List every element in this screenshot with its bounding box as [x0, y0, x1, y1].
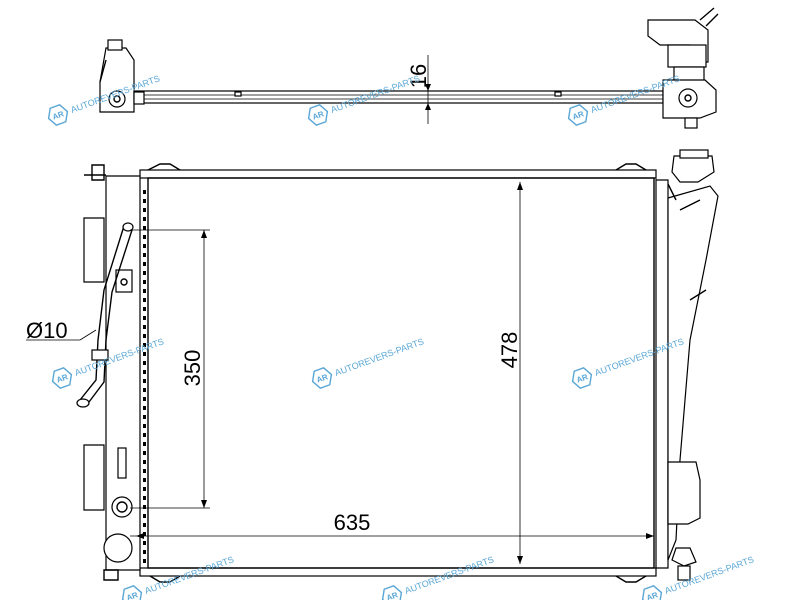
watermark-logo-icon [571, 367, 593, 389]
watermark-logo-icon [641, 585, 663, 600]
watermark-logo-text: AR [125, 590, 139, 600]
right-side-tank [655, 149, 719, 581]
dim-overall-height-label: 478 [497, 332, 522, 369]
watermark-logo-icon [311, 367, 333, 389]
watermark-logo-text: AR [55, 372, 69, 384]
watermark-logo-icon [51, 367, 73, 389]
dimension-core-height: 350 [130, 229, 210, 509]
dimension-pipe-diameter: Ø10 [26, 318, 97, 343]
watermark-logo-icon [47, 104, 69, 126]
watermark-logo-text: AR [315, 372, 329, 384]
top-left-mount [99, 39, 145, 113]
watermark-logo-icon [121, 585, 143, 600]
top-view: 16 [99, 7, 719, 129]
watermark-logo-icon [381, 585, 403, 600]
front-view: 350 478 635 Ø10 [26, 149, 719, 583]
watermark-logo-text: AR [645, 590, 659, 600]
dim-core-height-label: 350 [180, 350, 205, 387]
watermark-logo-text: AR [575, 372, 589, 384]
watermark-logo-text: AR [385, 590, 399, 600]
dim-top-thickness-label: 16 [406, 64, 431, 88]
top-right-mount [647, 7, 719, 129]
watermark-logo-icon [307, 104, 329, 126]
dim-width-label: 635 [334, 510, 371, 535]
watermark-logo-text: AR [311, 109, 325, 121]
watermark-logo-text: AR [571, 109, 585, 121]
watermark-logo-text: AR [51, 109, 65, 121]
watermark-text: AUTOREVERS-PARTS [333, 336, 425, 378]
inlet-pipe [76, 222, 134, 408]
watermarks: ARAUTOREVERS-PARTSARAUTOREVERS-PARTSARAU… [47, 73, 755, 600]
dimension-top-thickness: 16 [406, 55, 431, 124]
watermark: AR AUTOREVERS-PARTS [311, 336, 425, 389]
radiator-core [147, 177, 655, 569]
left-side-tank [83, 164, 141, 581]
top-bar [127, 90, 664, 104]
dimension-width: 635 [130, 510, 654, 539]
top-tank [139, 169, 657, 179]
dimension-overall-height: 478 [497, 182, 523, 564]
dim-pipe-diameter-label: Ø10 [26, 318, 68, 343]
watermark-logo-icon [567, 104, 589, 126]
